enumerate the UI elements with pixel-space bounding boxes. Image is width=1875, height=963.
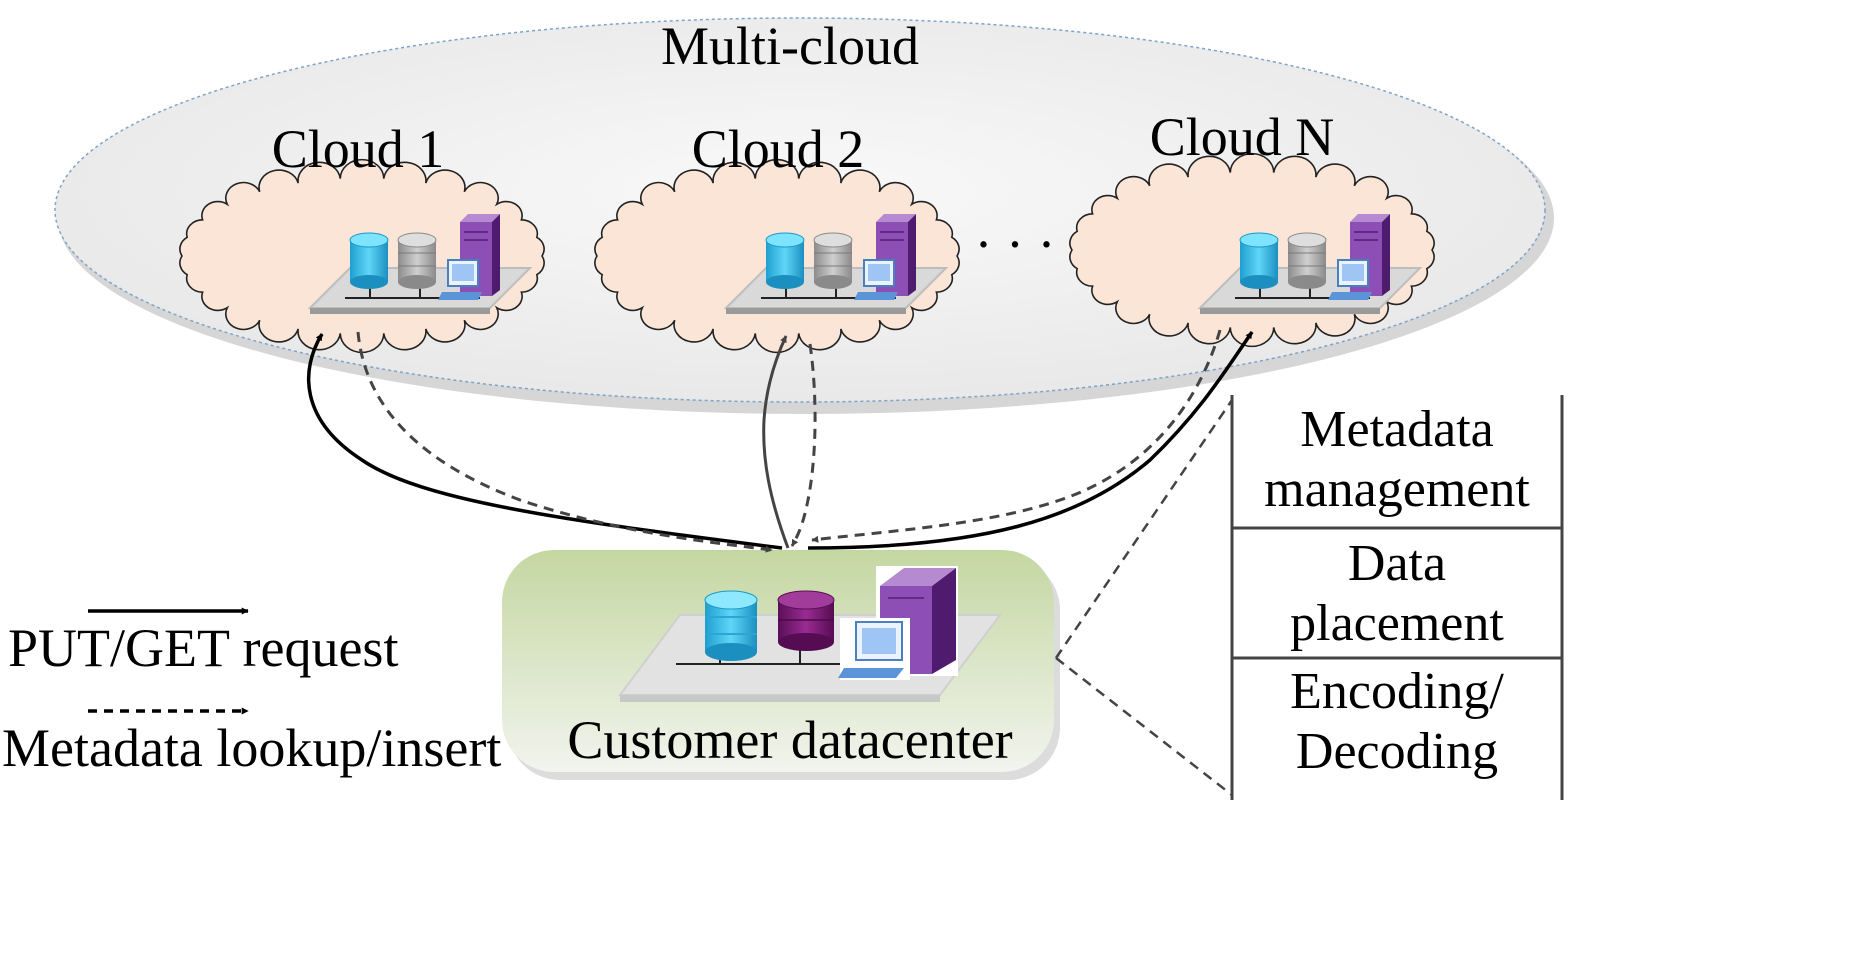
zoom-line-bottom bbox=[1055, 657, 1233, 796]
layer-placement-line1: Data bbox=[1348, 535, 1446, 592]
layer-placement-line2: placement bbox=[1290, 595, 1504, 652]
legend-dashed-label: Metadata lookup/insert bbox=[2, 718, 501, 778]
metadata-arrow-cloudn bbox=[811, 329, 1222, 543]
multicloud-title: Multi-cloud bbox=[661, 16, 919, 76]
legend-solid-label: PUT/GET request bbox=[8, 618, 398, 678]
cloud-2-label: Cloud 2 bbox=[692, 119, 865, 179]
layer-metadata-line2: management bbox=[1264, 461, 1530, 518]
layer-encoding-line1: Encoding/ bbox=[1290, 663, 1504, 720]
metadata-arrow-cloud2 bbox=[790, 343, 817, 547]
datacenter-servers-icon bbox=[618, 566, 1002, 702]
clouds-ellipsis: · · · bbox=[975, 214, 1056, 274]
cloud-1-label: Cloud 1 bbox=[272, 119, 445, 179]
legend: PUT/GET request Metadata lookup/insert bbox=[2, 607, 501, 778]
layer-stack bbox=[1230, 395, 1564, 800]
layer-metadata-line1: Metadata bbox=[1300, 401, 1493, 458]
put-get-arrow-cloudn bbox=[807, 331, 1254, 550]
metadata-arrow-cloud1 bbox=[356, 331, 773, 553]
put-get-arrow-cloud2 bbox=[762, 335, 790, 549]
zoom-line-top bbox=[1054, 399, 1234, 659]
layer-encoding-line2: Decoding bbox=[1296, 723, 1498, 780]
cloud-n-label: Cloud N bbox=[1150, 107, 1335, 167]
datacenter-label: Customer datacenter bbox=[567, 710, 1012, 770]
